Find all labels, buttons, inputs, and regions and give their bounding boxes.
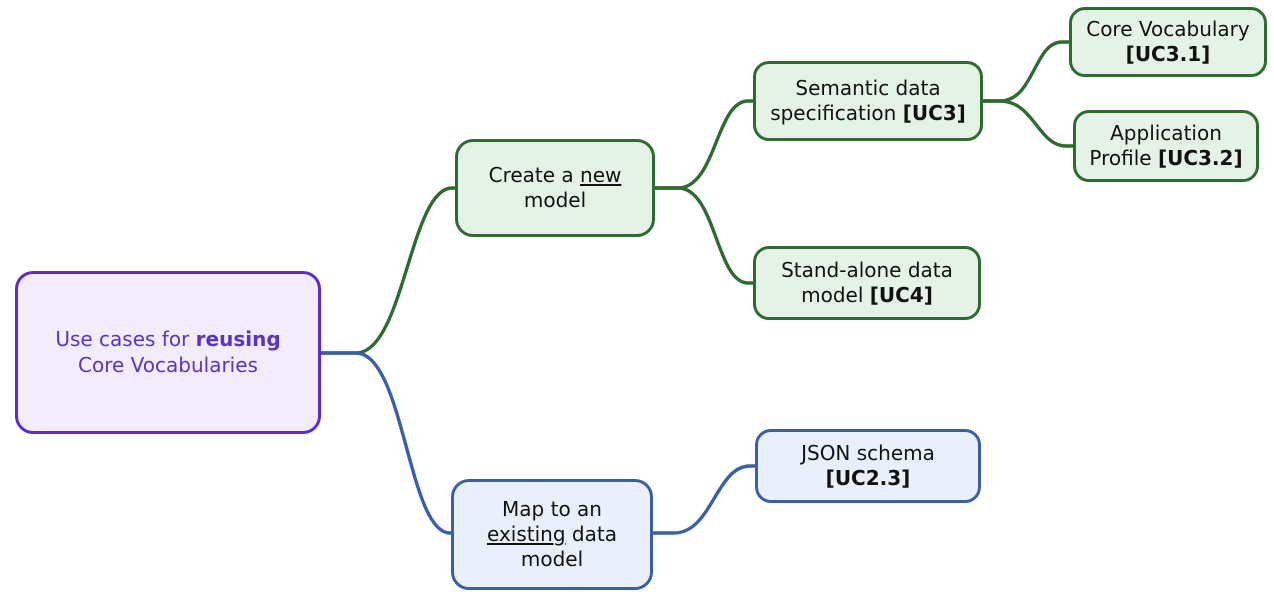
node-root-line2: Core Vocabularies xyxy=(78,352,258,377)
node-core-vocabulary[interactable]: Core Vocabulary [UC3.1] xyxy=(1069,7,1267,77)
node-json-schema-line1: JSON schema xyxy=(801,440,935,465)
node-semantic-data-specification[interactable]: Semantic data specification [UC3] xyxy=(753,61,983,141)
node-semantic-data-specification-line1: Semantic data xyxy=(795,75,941,100)
node-root-line1-plain: Use cases for xyxy=(55,327,196,352)
node-map-existing-model-label: Map to an existing data model xyxy=(454,497,650,573)
node-application-profile-code: [UC3.2] xyxy=(1157,146,1243,170)
node-stand-alone-data-model-line1: Stand-alone data xyxy=(781,257,953,282)
edge-root-to-map-existing-model xyxy=(318,351,457,535)
node-create-new-model-line1-pre: Create a xyxy=(488,162,581,187)
node-json-schema[interactable]: JSON schema [UC2.3] xyxy=(755,429,981,503)
node-stand-alone-data-model-code: [UC4] xyxy=(869,283,933,307)
node-create-new-model-line2: model xyxy=(523,188,587,212)
node-json-schema-label: JSON schema [UC2.3] xyxy=(758,441,978,491)
node-core-vocabulary-line1: Core Vocabulary xyxy=(1086,16,1250,41)
node-stand-alone-data-model[interactable]: Stand-alone data model [UC4] xyxy=(753,246,981,320)
node-map-existing-model[interactable]: Map to an existing data model xyxy=(451,479,653,590)
node-root-use-cases[interactable]: Use cases for reusing Core Vocabularies xyxy=(15,271,321,434)
node-semantic-data-specification-label: Semantic data specification [UC3] xyxy=(756,76,980,126)
node-semantic-data-specification-line2-plain: specification xyxy=(770,101,903,125)
edge-root-to-create-new-model xyxy=(318,186,458,355)
node-create-new-model-label: Create a new model xyxy=(458,163,652,213)
edge-create-new-model-to-semantic-data-specification xyxy=(652,99,756,190)
node-application-profile[interactable]: Application Profile [UC3.2] xyxy=(1073,110,1259,182)
node-create-new-model[interactable]: Create a new model xyxy=(455,139,655,237)
node-map-existing-model-underlined: existing xyxy=(487,521,566,546)
node-root-label: Use cases for reusing Core Vocabularies xyxy=(18,327,318,377)
node-root-line1-bold: reusing xyxy=(195,327,281,352)
node-stand-alone-data-model-label: Stand-alone data model [UC4] xyxy=(756,258,978,308)
edge-semantic-data-specification-to-core-vocabulary xyxy=(980,40,1072,103)
node-map-existing-model-line2-post: data xyxy=(565,521,617,546)
node-map-existing-model-line1: Map to an xyxy=(502,496,602,521)
node-core-vocabulary-label: Core Vocabulary [UC3.1] xyxy=(1072,17,1264,67)
edge-semantic-data-specification-to-application-profile xyxy=(980,99,1076,148)
node-application-profile-label: Application Profile [UC3.2] xyxy=(1076,121,1256,171)
node-core-vocabulary-code: [UC3.1] xyxy=(1125,42,1211,66)
edge-map-existing-model-to-json-schema xyxy=(650,464,758,535)
edge-create-new-model-to-stand-alone-data-model xyxy=(652,186,756,285)
node-application-profile-line1: Application xyxy=(1110,120,1222,145)
node-map-existing-model-line3: model xyxy=(520,547,584,572)
node-stand-alone-data-model-line2-plain: model xyxy=(801,283,870,307)
node-semantic-data-specification-code: [UC3] xyxy=(902,101,966,125)
node-application-profile-line2-plain: Profile xyxy=(1089,146,1158,170)
node-create-new-model-underlined: new xyxy=(580,162,622,187)
node-json-schema-code: [UC2.3] xyxy=(825,466,911,490)
